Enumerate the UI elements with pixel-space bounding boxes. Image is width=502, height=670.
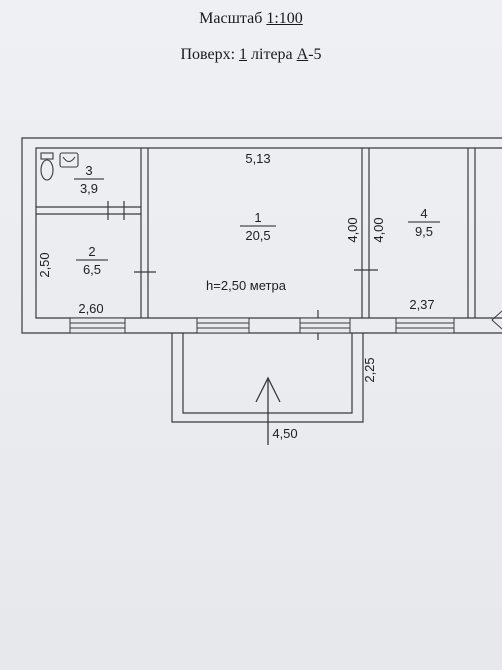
- dim-room4-width: 2,37: [409, 297, 434, 312]
- outer-wall-outer: [21, 137, 502, 334]
- toilet-icon: [40, 152, 54, 181]
- dim-room1-width: 5,13: [245, 151, 270, 166]
- window-room4: [395, 317, 455, 334]
- room4-number: 4: [420, 206, 427, 221]
- entrance-arrow-icon: [255, 376, 281, 445]
- room3-number: 3: [85, 163, 92, 178]
- wall-2-3-to-1: [140, 148, 149, 318]
- room4-area: 9,5: [415, 224, 433, 239]
- scale-value: 1:100: [266, 10, 303, 27]
- room3-area: 3,9: [80, 181, 98, 196]
- dim-porch-width: 4,50: [272, 426, 297, 441]
- dim-room2-width: 2,60: [78, 301, 103, 316]
- dim-room2-depth: 2,50: [37, 252, 52, 277]
- room1-number: 1: [254, 210, 261, 225]
- door-3-2: [107, 201, 125, 220]
- letter-suffix: -5: [308, 46, 322, 63]
- room1-area: 20,5: [245, 228, 270, 243]
- sink-icon: [59, 152, 79, 168]
- window-room2: [69, 317, 126, 334]
- floor-value: 1: [239, 46, 248, 63]
- dim-room4-depth: 4,00: [371, 217, 386, 242]
- scale-caption: Масштаб 1:100: [0, 10, 502, 28]
- window-room1-left: [196, 317, 250, 334]
- letter-value: А: [296, 46, 309, 63]
- wall-4-right: [467, 148, 476, 318]
- scale-label: Масштаб: [199, 10, 263, 27]
- window-right-edge: [491, 310, 502, 330]
- wall-3-to-2: [36, 206, 141, 215]
- window-room1-right: [299, 317, 351, 334]
- dim-porch-depth: 2,25: [362, 357, 377, 382]
- floor-label: Поверх:: [180, 46, 236, 63]
- floor-caption: Поверх: 1 літера А-5: [0, 46, 502, 64]
- letter-label: літера: [251, 46, 293, 63]
- outer-wall-inner: [35, 147, 502, 319]
- room2-area: 6,5: [83, 262, 101, 277]
- ceiling-height: h=2,50 метра: [206, 278, 287, 293]
- dim-room1-depth: 4,00: [345, 217, 360, 242]
- wall-1-to-4: [361, 148, 370, 318]
- room2-number: 2: [88, 244, 95, 259]
